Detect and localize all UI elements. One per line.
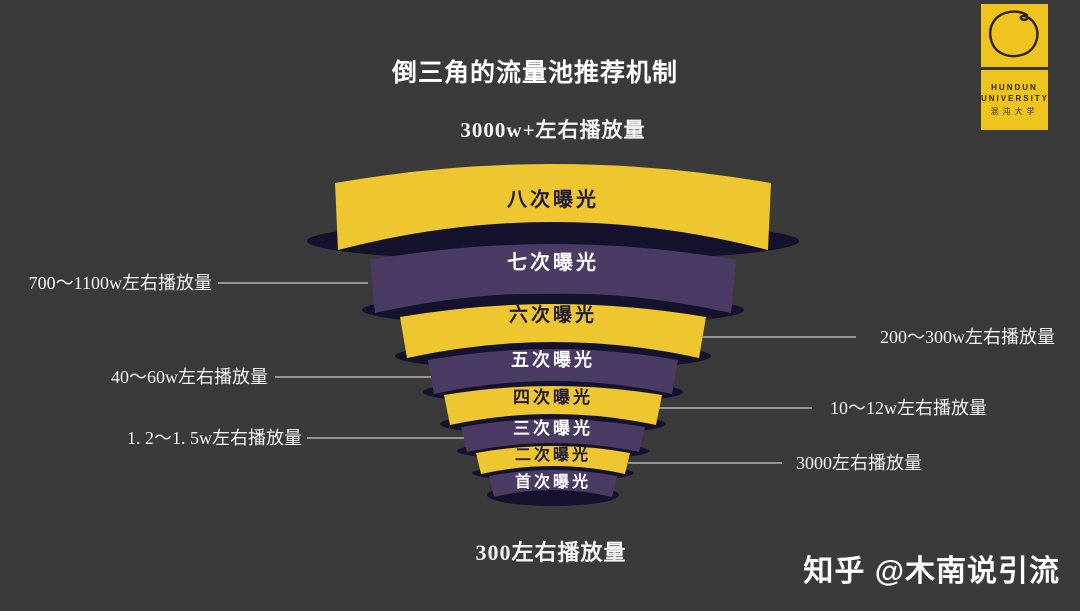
annotation-right-2: 10～12w左右播放量 (830, 398, 987, 418)
funnel-tier-8-band (489, 470, 617, 497)
logo-line-chinese: 混沌大学 (990, 107, 1039, 116)
annotation-left-2: 40～60w左右播放量 (111, 367, 268, 387)
funnel-tier-1-label: 八次曝光 (507, 187, 599, 211)
funnel-tier-4: 五次曝光 (428, 349, 678, 394)
funnel-tier-7-band (476, 446, 630, 474)
funnel-tier-5-band (444, 386, 662, 425)
logo-line-university: UNIVERSITY (981, 94, 1050, 103)
logo-circle-panel (981, 4, 1048, 67)
logo-text-panel: HUNDUN UNIVERSITY 混沌大学 (981, 70, 1048, 130)
funnel-tier-6-label: 三次曝光 (513, 418, 593, 438)
funnel-tier-3: 六次曝光 (400, 303, 706, 358)
funnel-tier-1: 八次曝光 (335, 164, 771, 250)
connector-lines (218, 282, 856, 464)
logo-line-hundun: HUNDUN (991, 83, 1038, 92)
zhihu-watermark: 知乎 @木南说引流 (803, 555, 1060, 588)
funnel-tier-4-label: 五次曝光 (511, 349, 595, 370)
funnel-tier-8: 首次曝光 (489, 470, 617, 497)
annotation-bottom: 300左右播放量 (475, 540, 627, 565)
funnel-tier-2-label: 七次曝光 (507, 250, 599, 274)
annotation-left-1: 700～1100w左右播放量 (28, 273, 212, 293)
slide-title: 倒三角的流量池推荐机制 (391, 59, 678, 87)
funnel-tier-8-label: 首次曝光 (515, 472, 591, 491)
hundun-university-logo: HUNDUN UNIVERSITY 混沌大学 (981, 4, 1048, 130)
annotation-right-1: 200～300w左右播放量 (880, 327, 1055, 347)
funnel-tier-5: 四次曝光 (444, 386, 662, 425)
funnel-tier-6: 三次曝光 (461, 418, 645, 452)
annotation-left-3: 1. 2～1. 5w左右播放量 (127, 428, 302, 448)
funnel-tier-2: 七次曝光 (370, 244, 736, 313)
annotation-top: 3000w+左右播放量 (460, 118, 646, 142)
annotation-right-3: 3000左右播放量 (796, 453, 922, 473)
funnel-tier-7: 二次曝光 (476, 445, 630, 474)
funnel-tier-1-band (335, 164, 771, 250)
funnel-tier-6-band (461, 419, 645, 452)
funnel-tier-3-band (400, 304, 706, 358)
funnel-tier-4-band (428, 349, 678, 394)
funnel-tier-7-label: 二次曝光 (515, 445, 591, 464)
funnel-tier-5-label: 四次曝光 (513, 387, 593, 407)
enso-circle-icon (989, 10, 1039, 58)
funnel-tier-2-band (370, 244, 736, 313)
funnel-tier-3-label: 六次曝光 (509, 303, 597, 326)
